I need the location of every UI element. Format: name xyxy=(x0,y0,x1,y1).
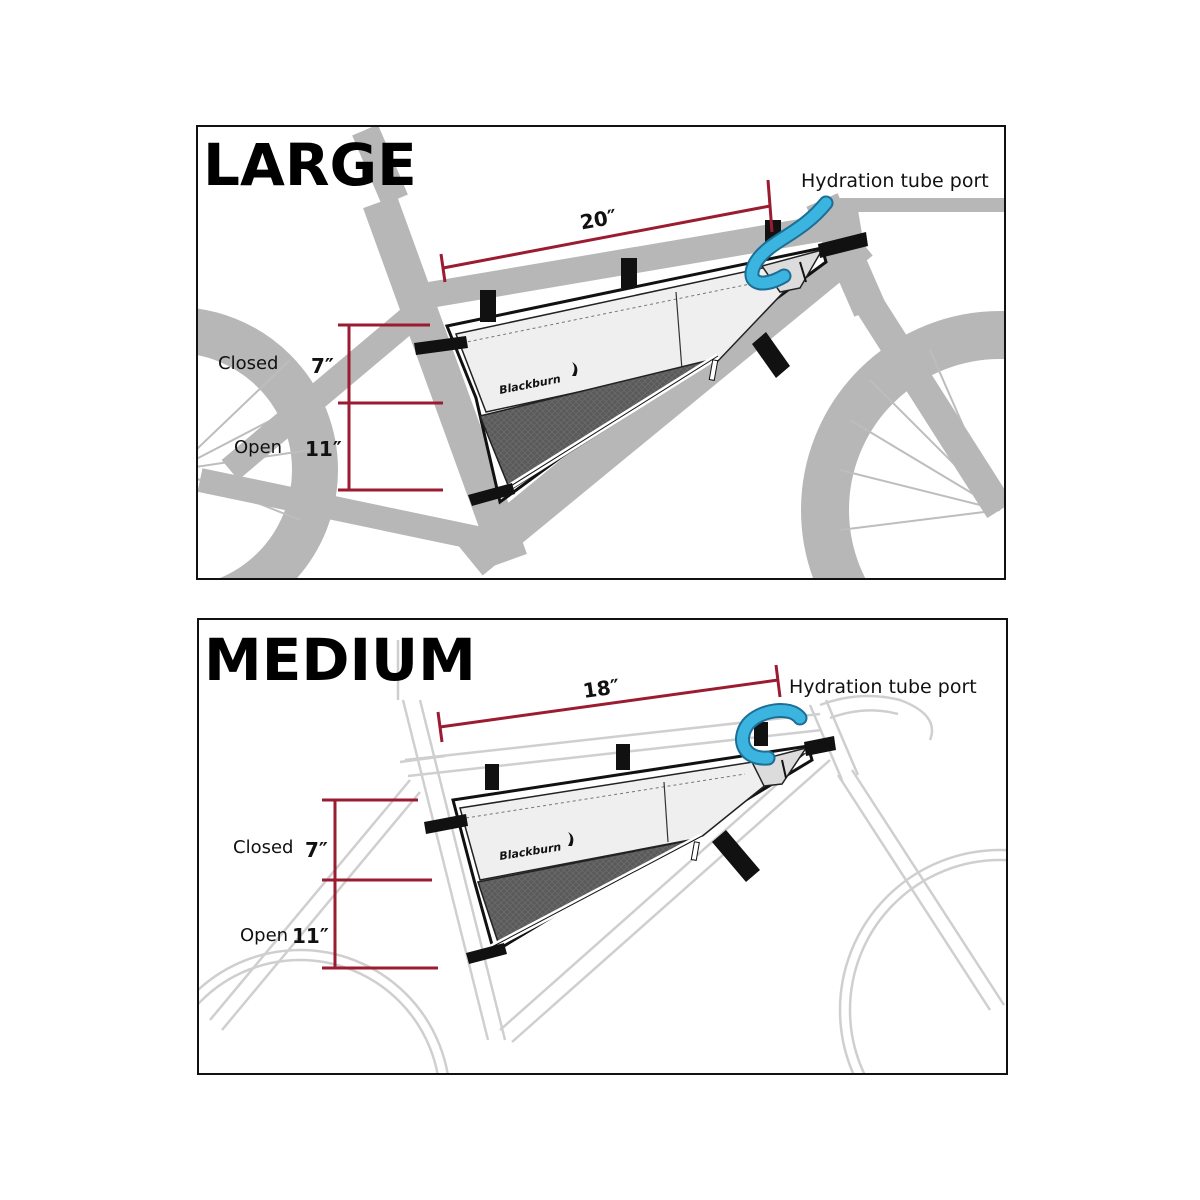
medium-size-title: MEDIUM xyxy=(204,626,476,694)
large-top-strap xyxy=(621,258,637,288)
medium-panel: Blackburn MEDIUM 18″ xyxy=(197,618,1008,1075)
medium-handlebar xyxy=(819,694,934,741)
medium-down-tube-strap xyxy=(712,830,760,882)
large-length-dimension xyxy=(439,179,774,283)
medium-height-dimension xyxy=(322,798,438,970)
medium-hydration-port-label: Hydration tube port xyxy=(789,676,977,698)
large-size-title: LARGE xyxy=(203,131,417,199)
large-seat-tube-strap xyxy=(414,336,468,355)
medium-front-wheel xyxy=(838,848,1006,1073)
large-closed-value: 7″ xyxy=(311,354,334,378)
medium-seat-stay xyxy=(209,779,411,1021)
large-top-strap xyxy=(480,290,496,322)
large-rear-wheel xyxy=(198,308,338,578)
large-panel: Blackburn LARGE xyxy=(196,125,1006,580)
medium-length-dimension xyxy=(436,664,782,743)
medium-length-value: 18″ xyxy=(581,674,621,703)
medium-saddle xyxy=(399,754,446,764)
blackburn-flame-icon xyxy=(568,832,574,846)
medium-open-label: Open xyxy=(240,925,288,946)
large-seat-stay xyxy=(221,300,429,480)
medium-rear-wheel xyxy=(199,948,449,1073)
large-seatpost xyxy=(352,127,408,206)
medium-fork xyxy=(836,774,992,1011)
large-height-dimension xyxy=(338,323,443,492)
large-closed-label: Closed xyxy=(218,353,278,374)
large-chain-stay xyxy=(198,468,513,557)
large-bike-frame-illustration xyxy=(198,127,1004,578)
large-bag-divider xyxy=(675,291,683,371)
medium-open-value: 11″ xyxy=(292,924,329,948)
large-bag-stitch xyxy=(461,283,751,344)
large-open-value: 11″ xyxy=(305,437,342,461)
zipper-pull-icon xyxy=(690,841,700,861)
medium-top-strap xyxy=(485,764,499,790)
medium-frame-tubes xyxy=(209,640,1006,1043)
medium-closed-value: 7″ xyxy=(305,838,328,862)
medium-bag-divider xyxy=(663,781,669,843)
zipper-pull-icon xyxy=(708,359,719,381)
large-hydration-port-label: Hydration tube port xyxy=(801,170,989,192)
medium-hydration-pocket xyxy=(750,746,808,787)
medium-down-tube xyxy=(499,747,819,1031)
medium-top-strap xyxy=(616,744,630,770)
medium-bike-frame-illustration xyxy=(199,640,1006,1073)
medium-bag-stitch xyxy=(465,773,746,819)
medium-head-strap xyxy=(804,736,836,756)
large-front-wheel xyxy=(801,311,1004,578)
medium-seat-tube-strap xyxy=(424,814,468,834)
large-head-strap xyxy=(818,232,868,258)
large-bottom-strap xyxy=(468,483,515,506)
large-down-tube-strap xyxy=(752,332,790,378)
blackburn-flame-icon xyxy=(572,362,578,376)
medium-bottom-strap xyxy=(466,943,507,964)
large-open-label: Open xyxy=(234,437,282,458)
large-down-tube xyxy=(457,224,873,576)
medium-top-strap xyxy=(754,722,768,746)
large-fork xyxy=(847,281,1004,519)
medium-seat-tube xyxy=(401,699,490,1041)
medium-frame-bag: Blackburn xyxy=(451,744,814,955)
medium-bag-straps xyxy=(424,722,836,964)
medium-closed-label: Closed xyxy=(233,837,293,858)
